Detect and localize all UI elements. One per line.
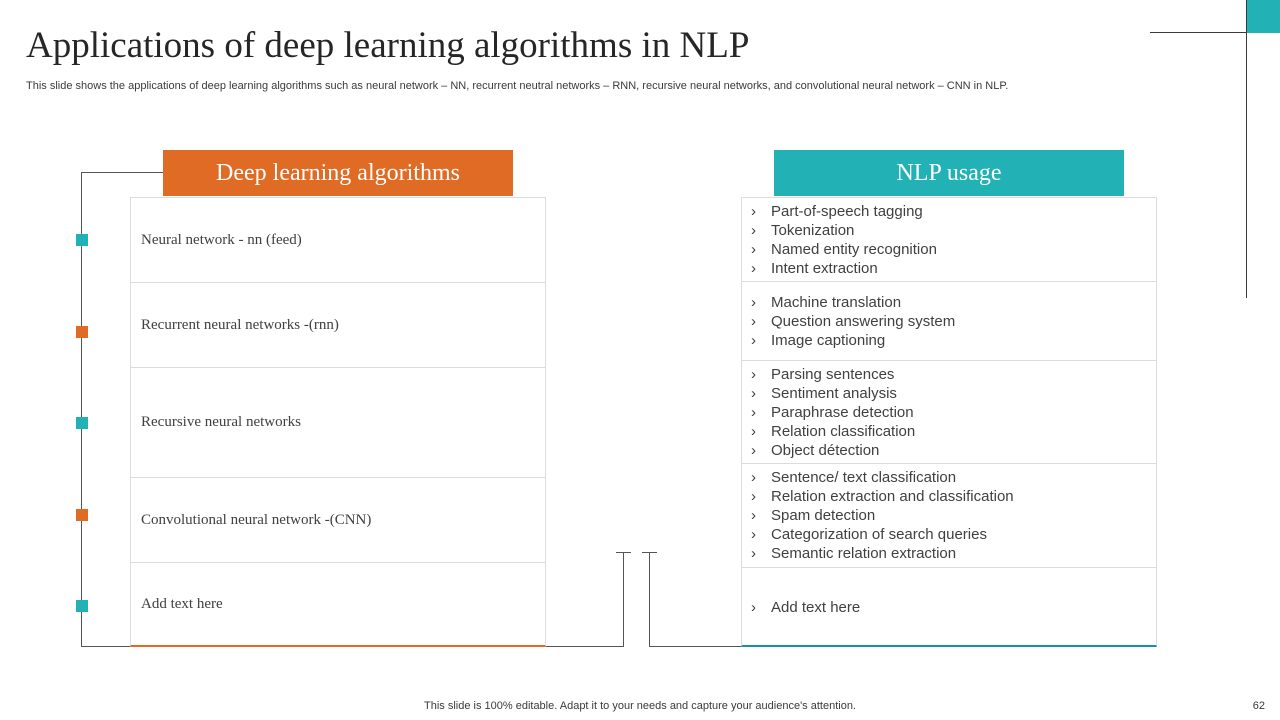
usage-row: ›Add text here xyxy=(742,568,1156,646)
corner-decoration-square xyxy=(1247,0,1280,33)
marker-square xyxy=(76,600,88,612)
chevron-right-icon: › xyxy=(751,221,756,239)
bottom-connector-left-riser xyxy=(623,552,624,647)
usage-item: ›Part-of-speech tagging xyxy=(751,202,923,220)
usage-item: ›Paraphrase detection xyxy=(751,403,914,421)
chevron-right-icon: › xyxy=(751,598,756,616)
usage-item: ›Sentiment analysis xyxy=(751,384,897,402)
nlp-usage-header: NLP usage xyxy=(774,150,1124,196)
usage-item: ›Add text here xyxy=(751,598,861,616)
usage-item: ›Intent extraction xyxy=(751,259,878,277)
chevron-right-icon: › xyxy=(751,422,756,440)
usage-list: ›Add text here xyxy=(742,598,860,617)
deep-learning-header: Deep learning algorithms xyxy=(163,150,513,196)
slide-title: Applications of deep learning algorithms… xyxy=(26,25,750,66)
algorithm-row: Neural network - nn (feed) xyxy=(131,198,545,283)
marker-square xyxy=(76,509,88,521)
usage-row: ›Parsing sentences ›Sentiment analysis ›… xyxy=(742,361,1156,464)
footer-note: This slide is 100% editable. Adapt it to… xyxy=(424,700,856,712)
usage-item: ›Relation extraction and classification xyxy=(751,488,1014,505)
chevron-right-icon: › xyxy=(751,365,756,383)
slide-subtitle: This slide shows the applications of dee… xyxy=(26,80,1009,92)
usage-list: ›Machine translation ›Question answering… xyxy=(742,293,955,350)
marker-square xyxy=(76,234,88,246)
usage-list: ›Sentence/ text classification ›Relation… xyxy=(742,468,1014,563)
algorithm-row: Add text here xyxy=(131,563,545,646)
chevron-right-icon: › xyxy=(751,240,756,258)
usage-item: ›Machine translation xyxy=(751,293,902,311)
left-connector-top xyxy=(81,172,163,173)
corner-decoration-line-horizontal xyxy=(1150,32,1280,33)
chevron-right-icon: › xyxy=(751,526,756,543)
usage-panel: ›Part-of-speech tagging ›Tokenization ›N… xyxy=(741,197,1157,647)
usage-item: ›Object détection xyxy=(751,441,880,459)
usage-item: ›Tokenization xyxy=(751,221,855,239)
usage-item: ›Categorization of search queries xyxy=(751,526,987,543)
chevron-right-icon: › xyxy=(751,331,756,349)
algorithm-label: Add text here xyxy=(141,596,223,612)
usage-item: ›Sentence/ text classification xyxy=(751,469,957,486)
usage-item: ›Named entity recognition xyxy=(751,240,937,258)
usage-row: ›Part-of-speech tagging ›Tokenization ›N… xyxy=(742,198,1156,282)
chevron-right-icon: › xyxy=(751,384,756,402)
usage-item: ›Question answering system xyxy=(751,312,956,330)
bottom-connector-right xyxy=(649,646,749,647)
algorithm-label: Recurrent neural networks -(rnn) xyxy=(141,316,339,333)
usage-item: ›Spam detection xyxy=(751,507,876,524)
chevron-right-icon: › xyxy=(751,293,756,311)
algorithm-row: Recursive neural networks xyxy=(131,368,545,478)
bottom-connector-left-cap xyxy=(616,552,631,553)
marker-square xyxy=(76,417,88,429)
bottom-connector-right-riser xyxy=(649,552,650,647)
algorithm-label: Neural network - nn (feed) xyxy=(141,231,302,248)
algorithms-panel: Neural network - nn (feed) Recurrent neu… xyxy=(130,197,546,647)
usage-list: ›Parsing sentences ›Sentiment analysis ›… xyxy=(742,365,915,460)
usage-list: ›Part-of-speech tagging ›Tokenization ›N… xyxy=(742,202,937,278)
chevron-right-icon: › xyxy=(751,507,756,524)
algorithm-row: Convolutional neural network -(CNN) xyxy=(131,478,545,563)
algorithm-row: Recurrent neural networks -(rnn) xyxy=(131,283,545,368)
chevron-right-icon: › xyxy=(751,259,756,277)
left-connector-vertical xyxy=(81,172,82,646)
page-number: 62 xyxy=(1252,700,1265,712)
chevron-right-icon: › xyxy=(751,488,756,505)
marker-square xyxy=(76,326,88,338)
corner-decoration-line-vertical xyxy=(1246,0,1247,298)
algorithm-label: Recursive neural networks xyxy=(141,414,301,430)
usage-row: ›Sentence/ text classification ›Relation… xyxy=(742,464,1156,568)
chevron-right-icon: › xyxy=(751,469,756,486)
usage-item: ›Semantic relation extraction xyxy=(751,545,957,562)
usage-item: ›Image captioning xyxy=(751,331,886,349)
chevron-right-icon: › xyxy=(751,545,756,562)
chevron-right-icon: › xyxy=(751,441,756,459)
usage-item: ›Parsing sentences xyxy=(751,365,895,383)
usage-row: ›Machine translation ›Question answering… xyxy=(742,282,1156,361)
usage-item: ›Relation classification xyxy=(751,422,916,440)
chevron-right-icon: › xyxy=(751,403,756,421)
chevron-right-icon: › xyxy=(751,202,756,220)
chevron-right-icon: › xyxy=(751,312,756,330)
algorithm-label: Convolutional neural network -(CNN) xyxy=(141,511,372,528)
